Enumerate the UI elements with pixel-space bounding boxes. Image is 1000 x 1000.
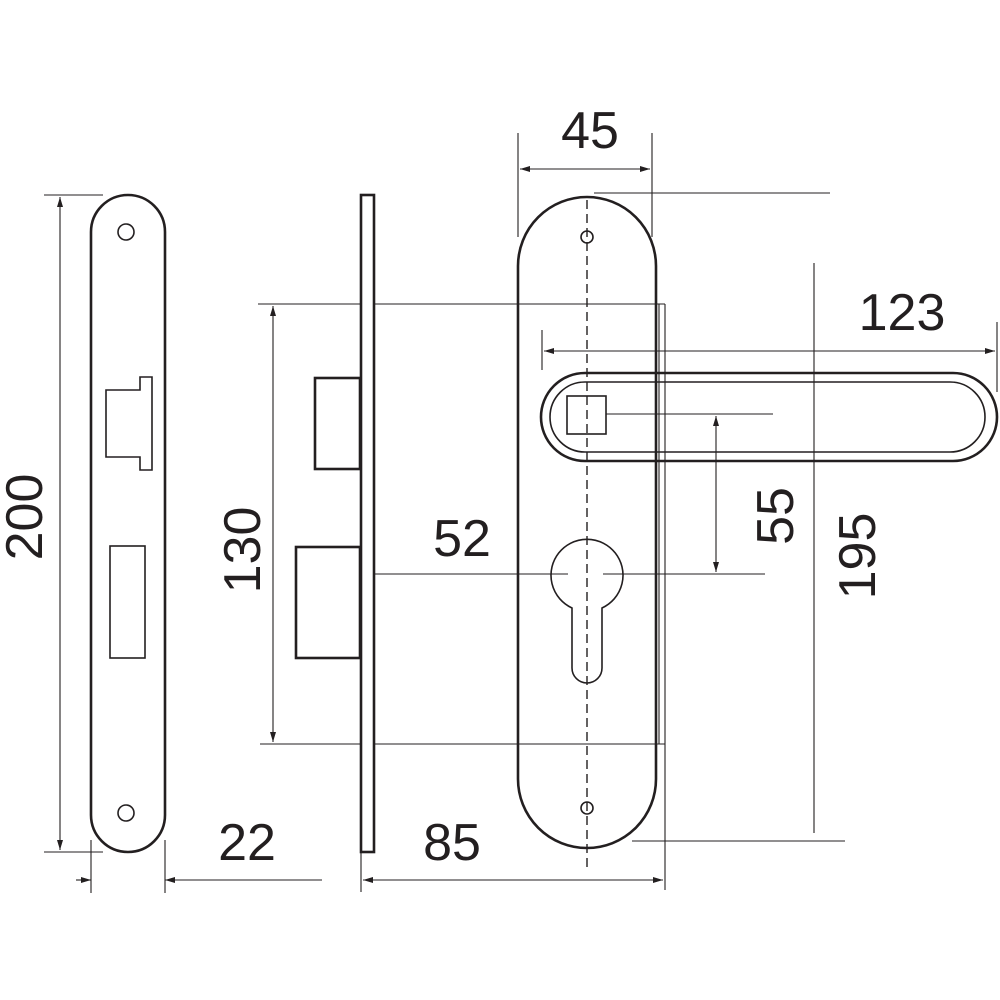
lock-body-height-label: 130 xyxy=(214,507,272,594)
faceplate-width-dimension: 22 xyxy=(76,814,322,893)
center-distance-label: 52 xyxy=(433,510,491,568)
faceplate-top-screw-hole xyxy=(117,223,135,241)
plate-bottom-screw xyxy=(580,801,594,815)
plate-height-label: 195 xyxy=(829,513,887,600)
plate-height-dimension: 195 xyxy=(594,192,887,842)
latch-opening xyxy=(105,376,153,471)
faceplate-bottom-screw-hole xyxy=(117,804,135,822)
lever-length-label: 123 xyxy=(859,284,946,342)
lever-inner-outline xyxy=(549,381,986,453)
plate-width-dimension: 45 xyxy=(517,102,653,237)
plate-top-screw xyxy=(580,230,594,244)
cylinder-keyhole xyxy=(550,538,624,684)
lever-square-spindle xyxy=(566,395,607,435)
dead-bolt xyxy=(294,545,362,660)
deadbolt-opening xyxy=(109,545,146,659)
faceplate xyxy=(89,193,167,854)
faceplate-side-strip xyxy=(359,193,376,854)
faceplate-height-label: 200 xyxy=(0,474,54,561)
lock-body-height-dimension: 130 xyxy=(214,303,361,745)
center-distance-dimension: 52 xyxy=(374,510,765,575)
backset-label: 85 xyxy=(423,814,481,872)
backset-dimension: 85 xyxy=(360,814,663,892)
faceplate-height-dimension: 200 xyxy=(0,194,103,853)
handle-plate xyxy=(516,195,658,870)
lever-to-cylinder-label: 55 xyxy=(747,487,805,545)
plate-width-label: 45 xyxy=(561,102,619,160)
faceplate-width-label: 22 xyxy=(218,814,276,872)
latch-bolt xyxy=(313,376,362,471)
lever-handle xyxy=(539,371,999,463)
lever-outer-outline xyxy=(539,371,999,463)
lever-length-dimension: 123 xyxy=(541,284,998,392)
faceplate-outline xyxy=(89,193,167,854)
lever-to-cylinder-dimension: 55 xyxy=(713,416,805,572)
lock-body xyxy=(294,193,666,890)
